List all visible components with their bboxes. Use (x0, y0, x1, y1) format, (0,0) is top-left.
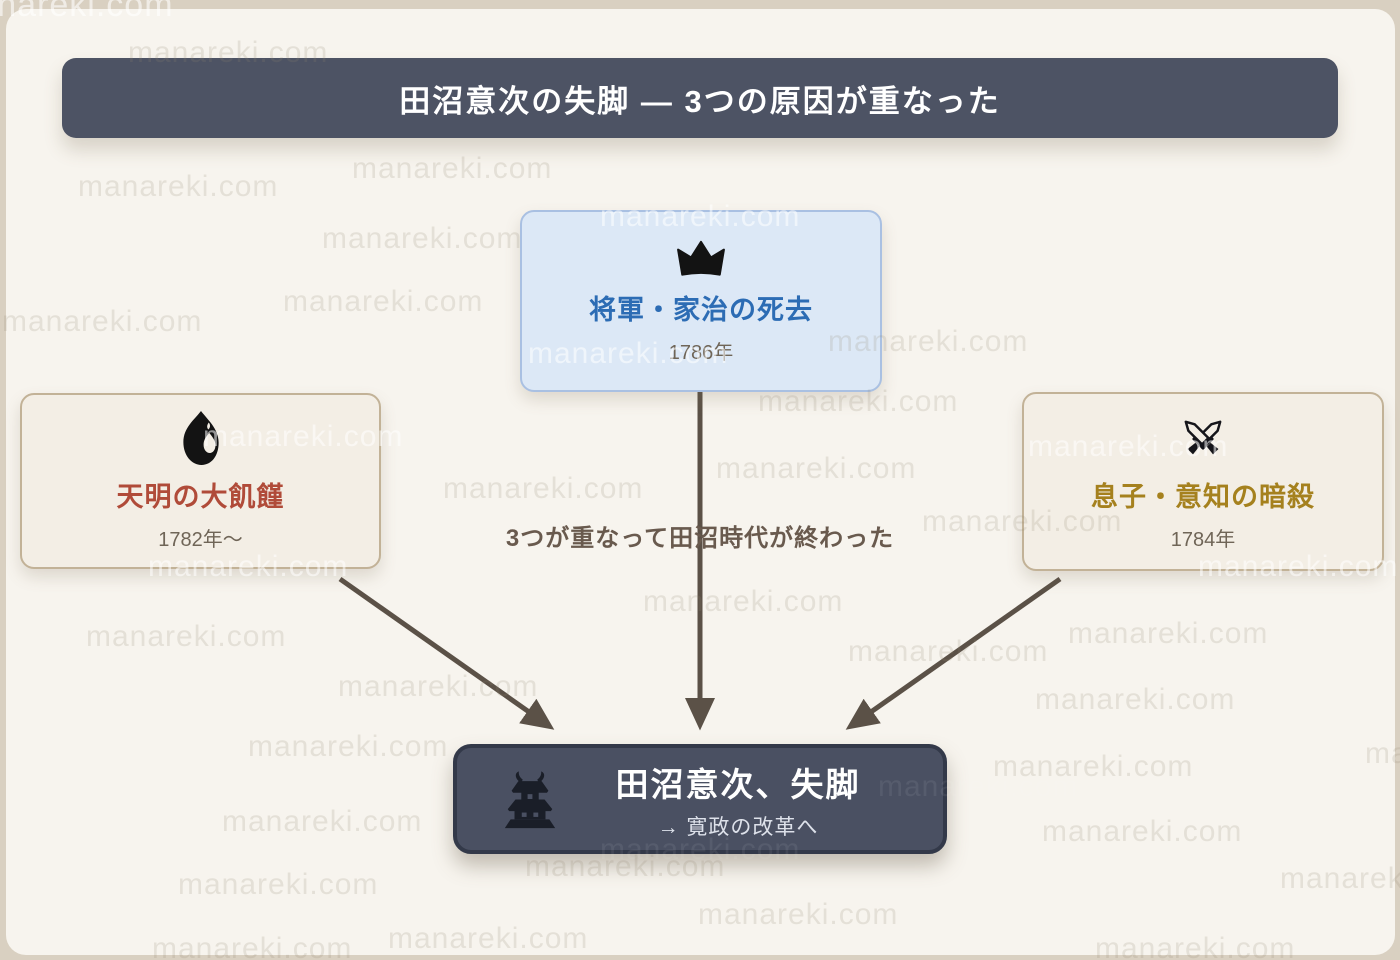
result-text: 田沼意次、失脚 → 寛政の改革へ (561, 758, 915, 841)
cause-year: 1786年 (668, 342, 734, 364)
result-box: 田沼意次、失脚 → 寛政の改革へ (453, 744, 947, 854)
page-title: 田沼意次の失脚 ― 3つの原因が重なった (399, 83, 1001, 119)
castle-icon (499, 768, 561, 830)
result-title: 田沼意次、失脚 (615, 765, 861, 803)
cause-year: 1782年〜 (158, 529, 243, 551)
crossed-swords-icon (1176, 412, 1230, 466)
cause-title: 将軍・家治の死去 (589, 295, 813, 325)
cause-title: 天明の大飢饉 (116, 482, 285, 512)
flame-icon (180, 410, 222, 466)
crown-icon (675, 237, 727, 279)
cause-box-shogun-death: 将軍・家治の死去 1786年 (520, 210, 882, 392)
cause-box-assassination: 息子・意知の暗殺 1784年 (1022, 392, 1384, 571)
cause-title: 息子・意知の暗殺 (1091, 481, 1315, 512)
center-note: 3つが重なって田沼時代が終わった (505, 525, 895, 552)
cause-year: 1784年 (1170, 528, 1236, 551)
header-bar: 田沼意次の失脚 ― 3つの原因が重なった (62, 58, 1338, 138)
cause-box-famine: 天明の大飢饉 1782年〜 (20, 393, 381, 569)
result-subtitle: → 寛政の改革へ (657, 815, 819, 839)
